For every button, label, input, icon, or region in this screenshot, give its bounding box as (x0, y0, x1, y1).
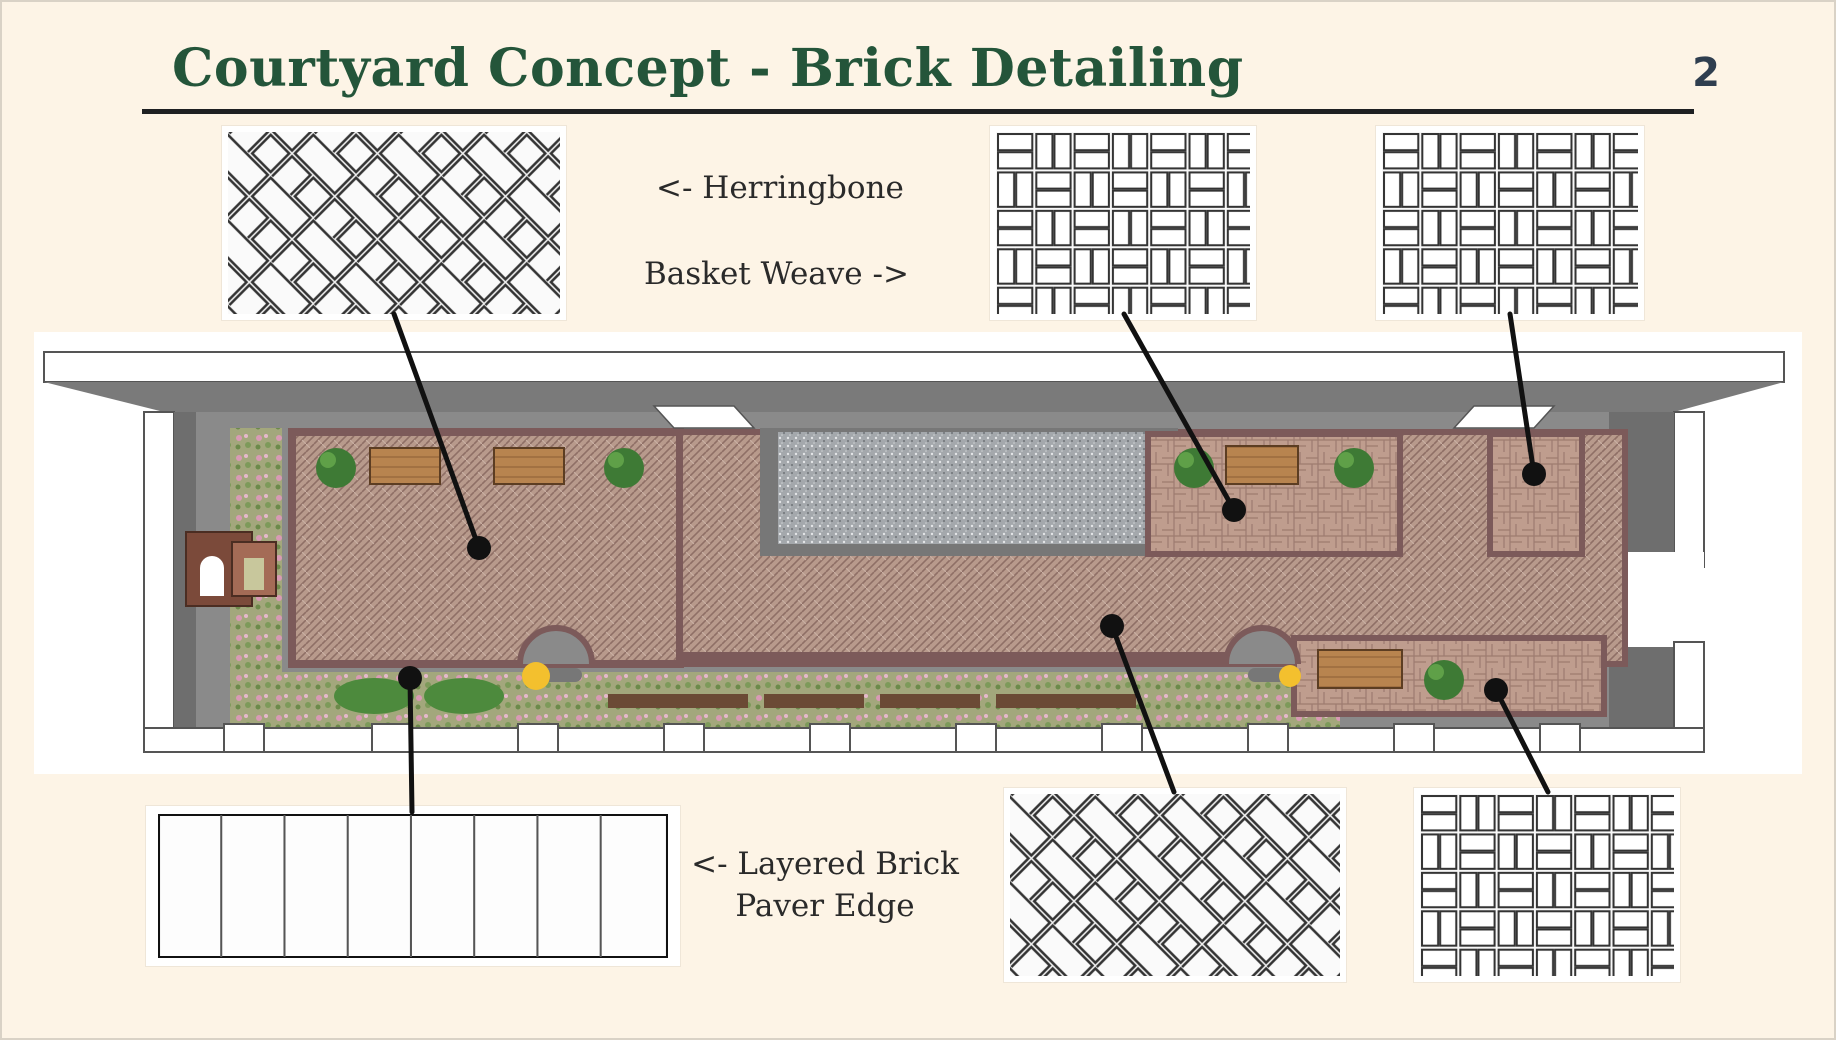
callout-dot-herringbone-left (467, 536, 491, 560)
basket-weave-swatch-top-1 (990, 126, 1256, 320)
callout-dot-basketweave-right (1522, 462, 1546, 486)
leader-basketweave-bottom (1493, 687, 1551, 795)
layered-edge-label-line2: Paver Edge (735, 888, 915, 924)
layered-brick-edge-swatch (146, 806, 680, 966)
page-number: 2 (1692, 50, 1720, 96)
title-underline (142, 109, 1694, 114)
herringbone-swatch-bottom (1004, 788, 1346, 982)
callout-dot-herringbone-center (1100, 614, 1124, 638)
basket-weave-swatch-top-2 (1376, 126, 1644, 320)
layered-edge-label-line1: <- Layered Brick (691, 846, 959, 882)
callout-dot-basketweave-bottom (1484, 678, 1508, 702)
leader-basketweave-center (1121, 311, 1237, 513)
courtyard-site-plan (34, 332, 1802, 778)
basket-weave-label: Basket Weave -> (644, 256, 909, 292)
leader-herringbone-center (1109, 623, 1177, 795)
herringbone-label: <- Herringbone (656, 170, 904, 206)
herringbone-swatch-top (222, 126, 566, 320)
callout-dot-layered-edge (398, 666, 422, 690)
page-title: Courtyard Concept - Brick Detailing (172, 38, 1244, 99)
basket-weave-swatch-bottom (1414, 788, 1680, 982)
leader-basketweave-right (1507, 311, 1537, 477)
leader-layered-edge (407, 675, 415, 815)
callout-dot-basketweave-center (1222, 498, 1246, 522)
leader-herringbone-left (391, 311, 482, 551)
